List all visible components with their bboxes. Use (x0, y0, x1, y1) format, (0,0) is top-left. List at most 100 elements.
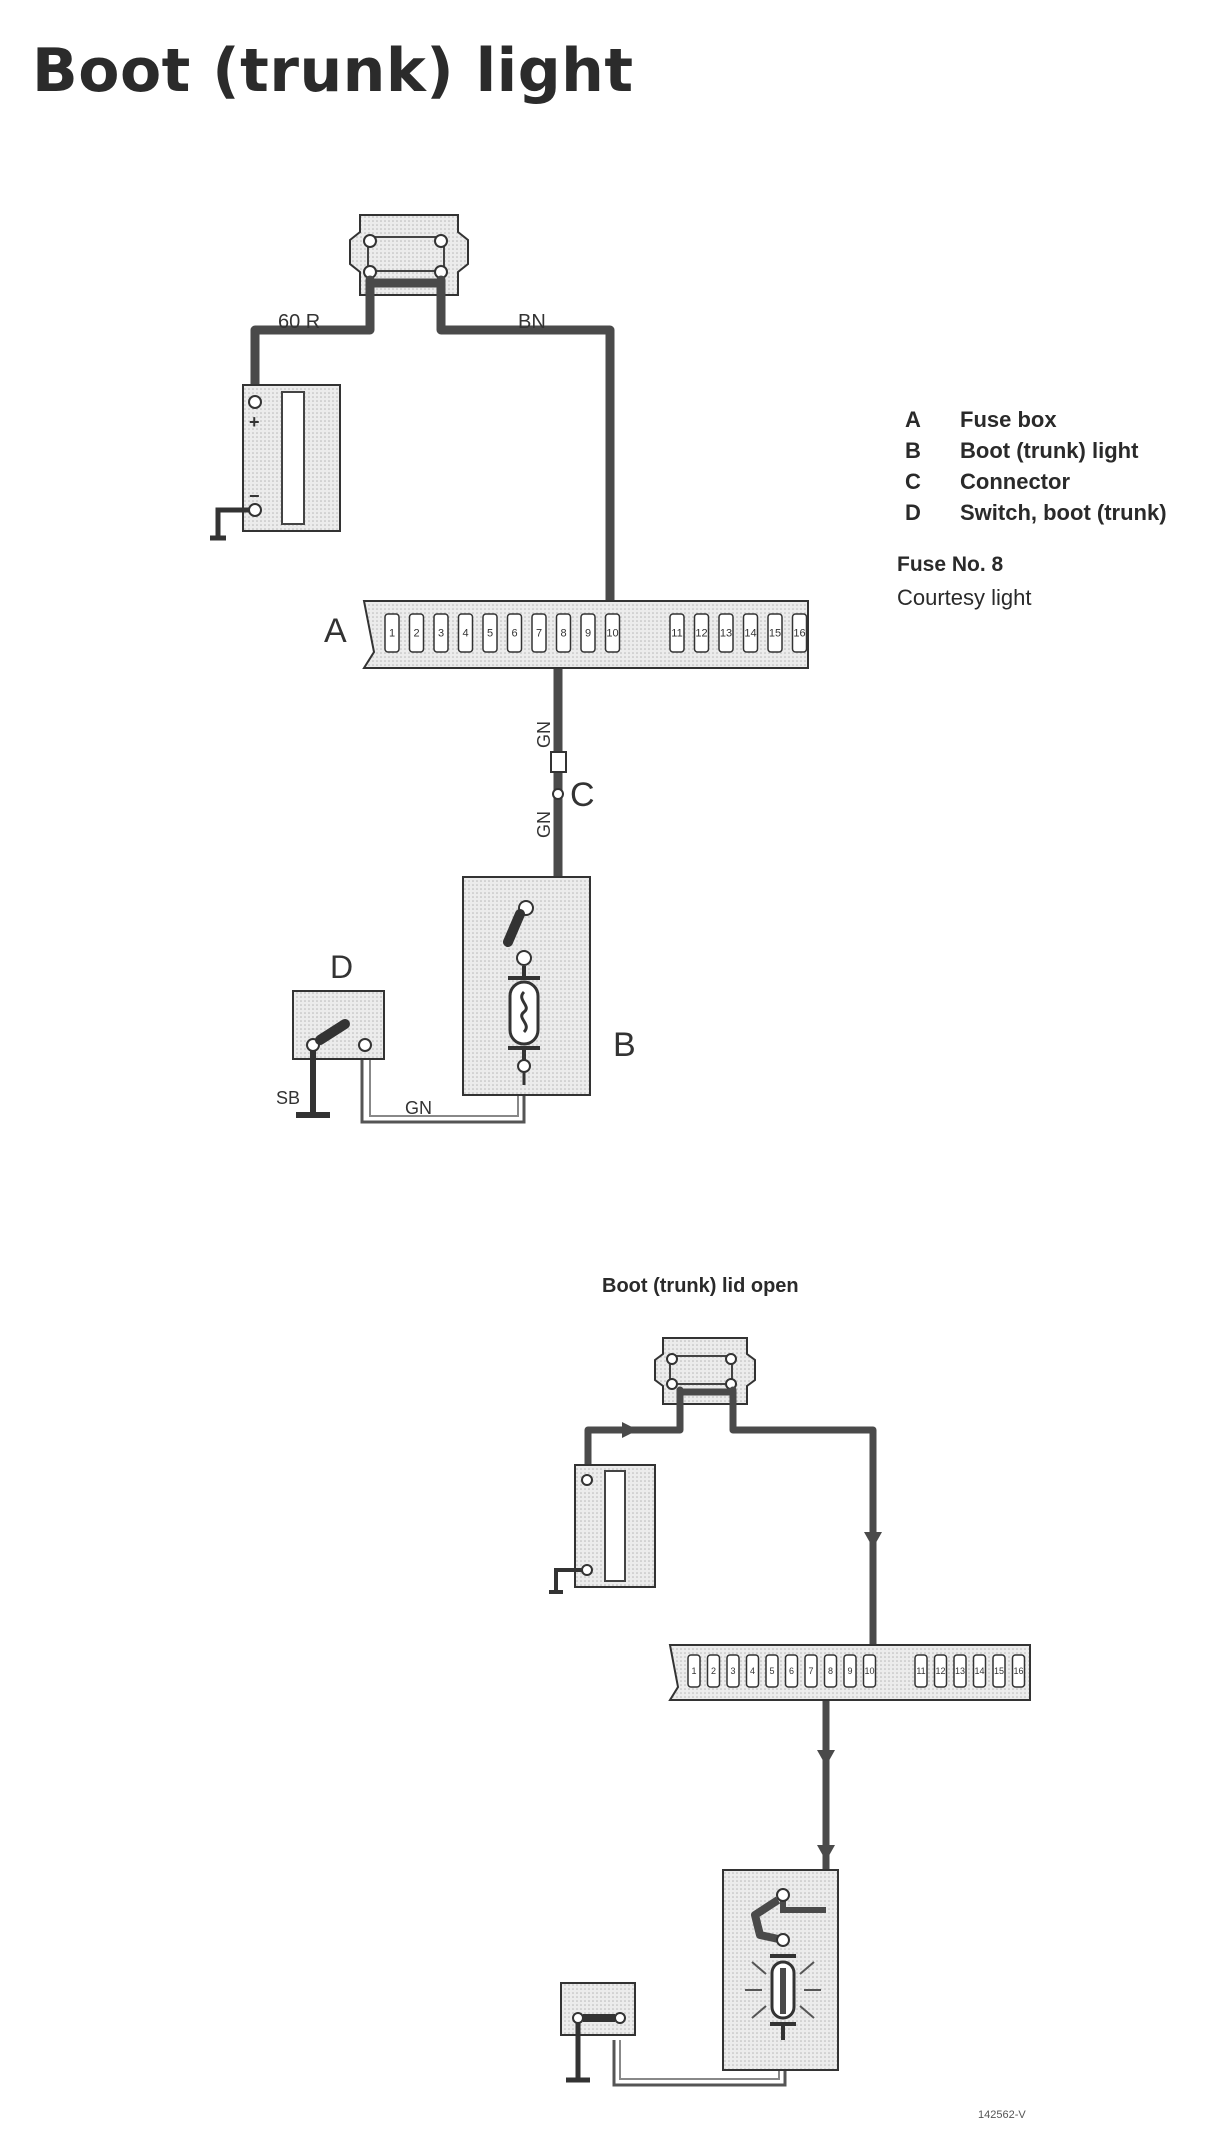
fuse-slot: 10 (604, 613, 621, 653)
boot-switch (292, 990, 385, 1118)
fuse-number: 5 (769, 1666, 774, 1676)
wire-label-60r: 60 R (278, 311, 320, 333)
legend-key: D (905, 499, 921, 525)
fuse-number: 9 (847, 1666, 852, 1676)
fuse-number: 12 (935, 1666, 945, 1676)
light-rays (745, 1961, 821, 2019)
fuse-number: 12 (695, 628, 707, 640)
fuse-slot: 14 (742, 613, 759, 653)
fuse-slot: 7 (804, 1654, 818, 1688)
fuse-slot: 5 (482, 613, 498, 653)
current-flow-arrows (622, 1422, 882, 1861)
fuse-slot: 14 (972, 1654, 987, 1688)
fuse-slot: 4 (745, 1654, 760, 1688)
fuse-number: 14 (744, 628, 756, 640)
fuse-number: 8 (560, 628, 566, 640)
connector (550, 751, 567, 800)
label-c: C (570, 776, 595, 814)
boot-light-lit (722, 1869, 839, 2071)
fuse-number: 6 (789, 1666, 794, 1676)
battery-lower (549, 1464, 656, 1594)
wiring (250, 275, 615, 905)
legend-key: B (905, 437, 921, 463)
fuse-slot: 12 (693, 613, 710, 653)
fuse-number: 8 (828, 1666, 833, 1676)
reference-code: 142562-V (978, 2109, 1026, 2121)
legend-text: Fuse box (960, 406, 1057, 432)
fuse-slot: 16 (1011, 1654, 1026, 1688)
fuse-number: 6 (511, 628, 517, 640)
label-b: B (613, 1026, 636, 1064)
fuse-slot: 15 (992, 1654, 1006, 1688)
label-a: A (324, 612, 347, 650)
fuse-slot: 13 (953, 1654, 967, 1688)
fuse-number: 3 (438, 628, 444, 640)
fuse-slot: 12 (933, 1654, 948, 1688)
legend-text: Switch, boot (trunk) (960, 499, 1167, 525)
fuse-slot: 7 (531, 613, 547, 653)
fuse-description: Courtesy light (897, 585, 1032, 610)
fuse-number: 13 (720, 628, 732, 640)
fuse-number: 2 (711, 1666, 716, 1676)
fuse-slot: 6 (506, 613, 523, 653)
fuse-number: 3 (730, 1666, 735, 1676)
fuse-number: 13 (955, 1666, 965, 1676)
fuse-number: 14 (974, 1666, 984, 1676)
fuse-slot: 10 (862, 1654, 877, 1688)
fuse-number: 9 (585, 628, 591, 640)
fuse-number: 1 (691, 1666, 696, 1676)
legend-text: Connector (960, 468, 1070, 494)
fuse-number-title: Fuse No. 8 (897, 553, 1004, 576)
fuse-slot: 1 (384, 613, 400, 653)
fuse-number: 4 (462, 628, 468, 640)
fuse-slot: 3 (726, 1654, 740, 1688)
fuse-number: 5 (487, 628, 493, 640)
fuse-slot: 4 (457, 613, 474, 653)
lower-diagram-title: Boot (trunk) lid open (602, 1275, 799, 1297)
boot-light (462, 876, 591, 1096)
fuse-slot: 3 (433, 613, 449, 653)
fuse-number: 11 (916, 1666, 925, 1676)
wire-label-bn: BN (518, 311, 546, 333)
relay-box (349, 214, 469, 296)
fuse-slot: 11 (914, 1654, 928, 1688)
fuse-number: 1 (389, 628, 395, 640)
legend-key: C (905, 468, 921, 494)
wire-label-gn-top: GN (534, 721, 554, 748)
legend-item-c: C Connector (897, 466, 1167, 497)
wire-ground-link (360, 1047, 526, 1124)
fuse-number: 15 (769, 628, 781, 640)
fuse-number: 10 (864, 1666, 874, 1676)
fuse-slot: 8 (823, 1654, 838, 1688)
fuse-slot: 5 (765, 1654, 779, 1688)
wire-label-gn-mid: GN (534, 811, 554, 838)
fuse-number: 7 (808, 1666, 813, 1676)
battery: + − (210, 384, 341, 541)
ground-label-sb: SB (276, 1088, 300, 1108)
legend-item-d: D Switch, boot (trunk) (897, 497, 1167, 528)
fuse-slot: 16 (791, 613, 808, 653)
fuse-slot: 1 (687, 1654, 701, 1688)
battery-plus: + (249, 412, 260, 432)
page-title: Boot (trunk) light (32, 36, 634, 106)
fuse-slot: 15 (767, 613, 783, 653)
fuse-slot: 2 (408, 613, 425, 653)
fuse-slot: 9 (843, 1654, 857, 1688)
fuse-slot: 13 (718, 613, 734, 653)
fuse-slot: 8 (555, 613, 572, 653)
boot-switch-lower (560, 1982, 636, 2083)
battery-minus: − (249, 486, 260, 506)
fuse-slot: 9 (580, 613, 596, 653)
fuse-number: 16 (793, 628, 805, 640)
wire-label-gn-bottom: GN (405, 1098, 432, 1118)
